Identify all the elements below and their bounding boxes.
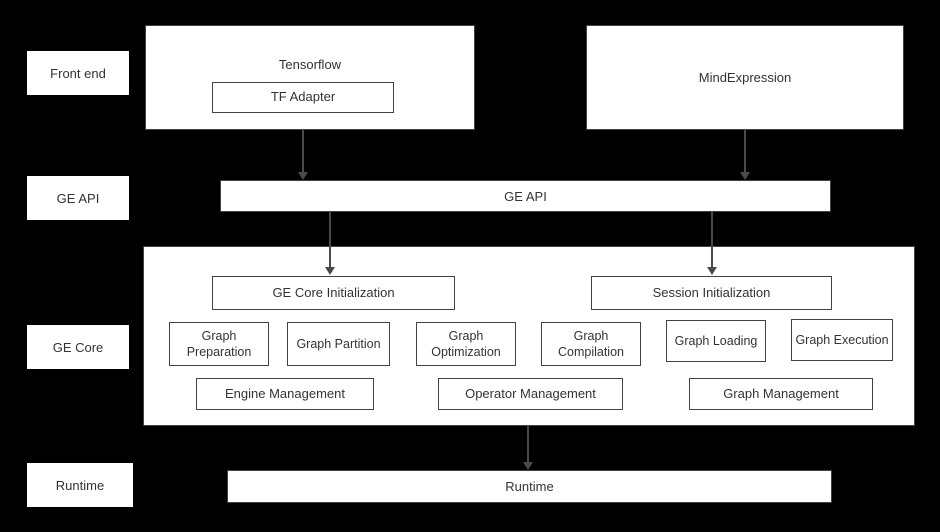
ge-api-bar: GE API [220, 180, 831, 212]
side-label-runtime-text: Runtime [55, 477, 105, 493]
arrow-shaft [329, 212, 331, 269]
side-label-ge-core-text: GE Core [52, 339, 104, 355]
graph-execution-box: Graph Execution [791, 319, 893, 361]
ge-core-initialization-box: GE Core Initialization [212, 276, 455, 310]
mindexpression-panel: MindExpression [586, 25, 904, 130]
graph-optimization-box: Graph Optimization [416, 322, 516, 366]
arrow-head-icon [707, 267, 717, 275]
graph-management-label: Graph Management [723, 385, 839, 401]
runtime-bar: Runtime [227, 470, 832, 503]
arrow-ge-api-to-session-initialization [706, 212, 718, 275]
arrow-ge-api-to-ge-core-initialization [324, 212, 336, 275]
arrow-tensorflow-to-ge-api [297, 130, 309, 180]
tensorflow-label: Tensorflow [278, 57, 342, 72]
engine-management-box: Engine Management [196, 378, 374, 410]
runtime-label: Runtime [505, 479, 554, 494]
tf-adapter-box: TF Adapter [212, 82, 394, 113]
mindexpression-label: MindExpression [698, 70, 792, 85]
graph-preparation-box: Graph Preparation [169, 322, 269, 366]
graph-loading-label: Graph Loading [674, 333, 758, 348]
arrow-shaft [711, 212, 713, 269]
tensorflow-panel: Tensorflow TF Adapter [145, 25, 475, 130]
side-label-front-end: Front end [27, 51, 129, 95]
arrow-shaft [744, 130, 746, 174]
graph-optimization-label: Graph Optimization [431, 328, 501, 359]
ge-core-panel: GE Core Initialization Session Initializ… [143, 246, 915, 426]
arrow-head-icon [325, 267, 335, 275]
arrow-mindexpression-to-ge-api [739, 130, 751, 180]
arrow-head-icon [523, 462, 533, 470]
graph-preparation-label: Graph Preparation [186, 328, 252, 359]
side-label-ge-api-text: GE API [56, 190, 100, 206]
ge-api-label: GE API [504, 188, 547, 204]
side-label-runtime: Runtime [27, 463, 133, 507]
session-initialization-label: Session Initialization [652, 284, 771, 300]
session-initialization-box: Session Initialization [591, 276, 832, 310]
arrow-head-icon [298, 172, 308, 180]
graph-compilation-label: Graph Compilation [557, 328, 624, 359]
arrow-shaft [527, 426, 529, 464]
side-label-ge-core: GE Core [27, 325, 129, 369]
operator-management-label: Operator Management [465, 385, 596, 401]
graph-partition-label: Graph Partition [296, 336, 381, 351]
graph-execution-label: Graph Execution [795, 332, 889, 347]
engine-management-label: Engine Management [225, 385, 345, 401]
ge-core-initialization-label: GE Core Initialization [272, 284, 395, 300]
graph-loading-box: Graph Loading [666, 320, 766, 362]
graph-compilation-box: Graph Compilation [541, 322, 641, 366]
graph-management-box: Graph Management [689, 378, 873, 410]
arrow-head-icon [740, 172, 750, 180]
tf-adapter-label: TF Adapter [270, 89, 336, 105]
arrow-ge-core-to-runtime [522, 426, 534, 470]
arrow-shaft [302, 130, 304, 174]
operator-management-box: Operator Management [438, 378, 623, 410]
graph-partition-box: Graph Partition [287, 322, 390, 366]
side-label-ge-api: GE API [27, 176, 129, 220]
side-label-front-end-text: Front end [50, 65, 106, 81]
